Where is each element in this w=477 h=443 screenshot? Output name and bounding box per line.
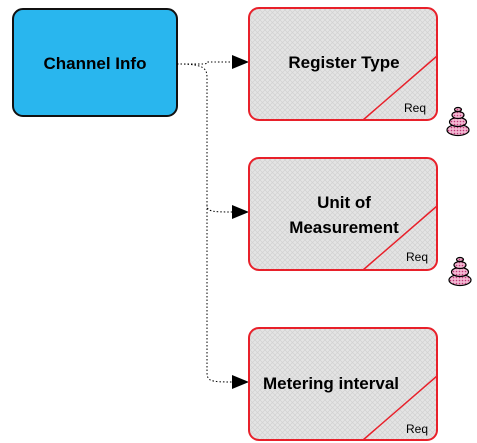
child-node-box bbox=[248, 327, 438, 441]
parent-node-box bbox=[12, 8, 178, 117]
arrowheads bbox=[232, 55, 249, 389]
req-badge: Req bbox=[406, 422, 428, 436]
req-corner-line bbox=[362, 375, 438, 441]
connector-to-metering-interval bbox=[206, 205, 233, 383]
child-node-box bbox=[248, 7, 438, 121]
arrowhead-icon bbox=[232, 55, 249, 69]
child-node-unit-of-measurement[interactable]: Unit of Measurement Req bbox=[248, 157, 438, 271]
parent-node-label: Channel Info bbox=[44, 54, 147, 73]
req-badge: Req bbox=[406, 250, 428, 264]
child-node-label: Register Type bbox=[288, 53, 399, 72]
child-node-register-type[interactable]: Register Type Req bbox=[248, 7, 438, 121]
connector-lines bbox=[176, 61, 233, 383]
child-node-metering-interval[interactable]: Metering interval Req bbox=[248, 327, 438, 441]
stacked-database-icon bbox=[446, 106, 470, 137]
arrowhead-icon bbox=[232, 205, 249, 219]
parent-node[interactable]: Channel Info bbox=[12, 8, 178, 117]
req-corner-line bbox=[362, 205, 438, 271]
child-node-box bbox=[248, 157, 438, 271]
child-node-label-line1: Unit of bbox=[317, 193, 371, 212]
stacked-database-icon bbox=[448, 256, 472, 287]
child-node-label: Metering interval bbox=[263, 374, 399, 393]
connector-to-register-type bbox=[177, 61, 232, 65]
connector-trunk bbox=[176, 63, 233, 213]
req-corner-line bbox=[362, 55, 438, 121]
arrowhead-icon bbox=[232, 375, 249, 389]
req-badge: Req bbox=[404, 101, 426, 115]
child-node-label-line2: Measurement bbox=[289, 218, 399, 237]
